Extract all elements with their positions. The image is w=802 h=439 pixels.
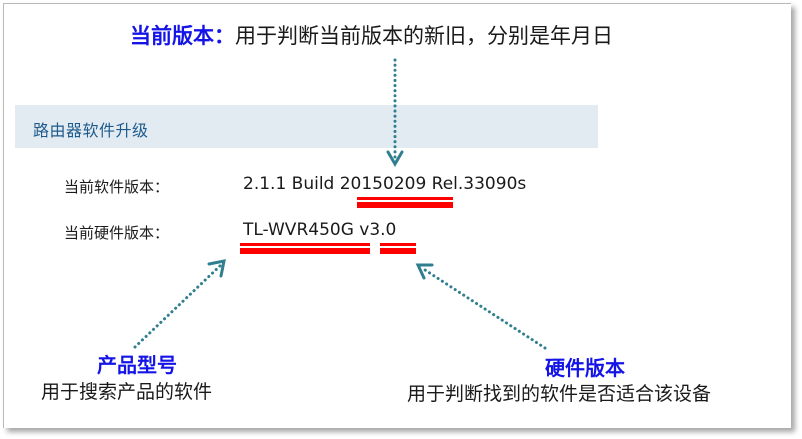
current-version-title: 当前版本： — [130, 24, 235, 48]
current-version-annotation: 当前版本：用于判断当前版本的新旧，分别是年月日 — [130, 22, 613, 50]
hardware-version-label: 当前硬件版本： — [64, 224, 170, 242]
software-version-label: 当前软件版本： — [64, 178, 170, 196]
arrow-up-right-icon — [207, 259, 226, 278]
hw-version-underline — [380, 243, 416, 254]
current-version-description: 用于判断当前版本的新旧，分别是年月日 — [235, 24, 613, 48]
hardware-version-description: 用于判断找到的软件是否适合该设备 — [407, 383, 712, 405]
arrow-up-left-icon — [415, 263, 434, 280]
date-underline — [357, 197, 453, 208]
arrow-model-line — [133, 262, 224, 349]
screenshot-frame — [3, 3, 791, 428]
hardware-version-title: 硬件版本 — [545, 356, 625, 380]
model-underline — [240, 243, 370, 254]
software-version-value: 2.1.1 Build 20150209 Rel.33090s — [243, 174, 527, 194]
panel-title: 路由器软件升级 — [33, 121, 149, 140]
arrow-hw-line — [420, 266, 547, 350]
panel-header: 路由器软件升级 — [15, 105, 598, 148]
product-model-title: 产品型号 — [97, 353, 177, 377]
arrow-down-icon — [386, 150, 404, 167]
product-model-description: 用于搜索产品的软件 — [41, 381, 213, 403]
hardware-version-value: TL-WVR450G v3.0 — [243, 220, 397, 240]
